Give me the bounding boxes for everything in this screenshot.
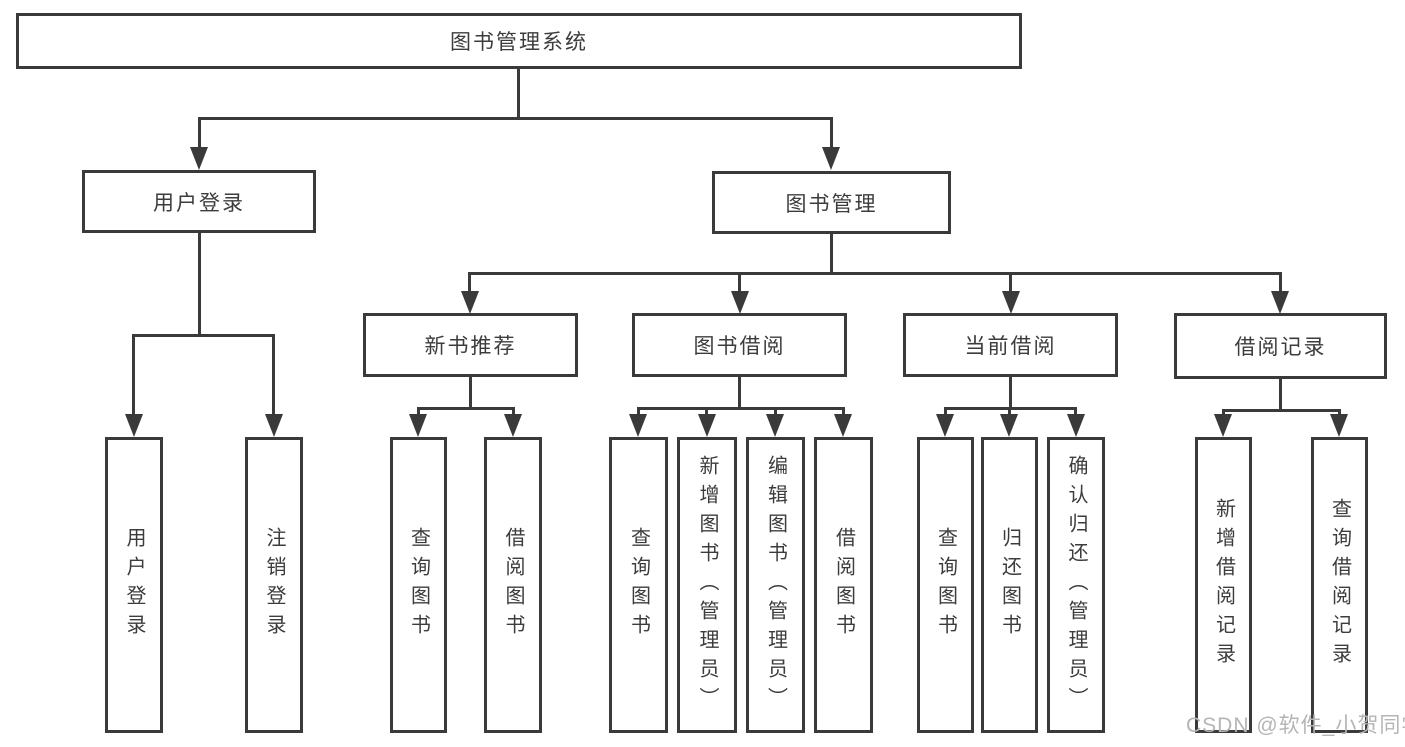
connector-line <box>830 231 833 274</box>
connector-line <box>468 272 1282 275</box>
connector-line <box>1279 272 1282 294</box>
leaf-label: 用户登录 <box>123 527 145 643</box>
connector-line <box>944 407 947 418</box>
connector-line <box>417 407 420 418</box>
connector-line <box>517 67 520 120</box>
connector-line <box>830 117 833 153</box>
arrow-down-icon <box>1330 414 1348 437</box>
leaf-label: 确认归还（管理员） <box>1065 454 1087 716</box>
leaf-node-add-borrow-record: 新增借阅记录 <box>1195 437 1252 733</box>
arrow-down-icon <box>265 414 283 437</box>
leaf-node-add-books-admin: 新增图书（管理员） <box>677 437 737 733</box>
arrow-down-icon <box>731 291 749 314</box>
leaf-label: 注销登录 <box>263 527 285 643</box>
arrow-down-icon <box>409 414 427 437</box>
leaf-node-user-login: 用户登录 <box>105 437 163 733</box>
connector-line <box>272 334 275 416</box>
connector-line <box>705 407 708 418</box>
connector-line <box>1222 409 1341 412</box>
node-new-book-recommendation: 新书推荐 <box>363 313 578 377</box>
arrow-down-icon <box>1067 414 1085 437</box>
node-book-borrowing: 图书借阅 <box>632 313 847 377</box>
node-book-management: 图书管理 <box>712 171 951 234</box>
connector-line <box>1074 407 1077 418</box>
connector-line <box>132 334 275 337</box>
leaf-node-return-books: 归还图书 <box>981 437 1038 733</box>
arrow-down-icon <box>766 414 784 437</box>
leaf-label: 新增借阅记录 <box>1212 498 1235 672</box>
arrow-down-icon <box>1214 414 1232 437</box>
leaf-node-query-books-borrow: 查询图书 <box>609 437 668 733</box>
connector-line <box>637 407 845 410</box>
connector-line <box>469 374 472 410</box>
connector-line <box>1338 409 1341 418</box>
arrow-down-icon <box>1002 291 1020 314</box>
leaf-label: 编辑图书（管理员） <box>764 454 787 716</box>
csdn-watermark: CSDN @软件_小贺同学 <box>1186 714 1405 737</box>
connector-line <box>637 407 640 418</box>
node-label: 当前借阅 <box>964 335 1057 358</box>
leaf-node-query-books-recommend: 查询图书 <box>390 437 447 733</box>
arrow-down-icon <box>1271 291 1289 314</box>
leaf-node-confirm-return-admin: 确认归还（管理员） <box>1047 437 1105 733</box>
connector-line <box>1009 374 1012 410</box>
arrow-down-icon <box>822 147 840 170</box>
leaf-label: 查询图书 <box>934 527 957 643</box>
connector-line <box>512 407 515 418</box>
leaf-node-query-books-current: 查询图书 <box>917 437 974 733</box>
connector-line <box>1222 409 1225 418</box>
node-label: 新书推荐 <box>424 335 517 358</box>
connector-line <box>198 117 833 120</box>
connector-line <box>738 272 741 294</box>
node-label: 图书借阅 <box>693 335 786 358</box>
arrow-down-icon <box>1000 414 1018 437</box>
leaf-node-borrow-books: 借阅图书 <box>814 437 873 733</box>
connector-line <box>132 334 135 416</box>
node-current-borrowing: 当前借阅 <box>903 313 1118 377</box>
node-label: 图书管理 <box>785 192 878 216</box>
arrow-down-icon <box>504 414 522 437</box>
node-label: 借阅记录 <box>1234 336 1327 359</box>
arrow-down-icon <box>936 414 954 437</box>
arrow-down-icon <box>190 147 208 170</box>
leaf-label: 借阅图书 <box>502 527 524 643</box>
connector-line <box>417 407 515 410</box>
node-label: 用户登录 <box>153 191 245 215</box>
connector-line <box>198 117 201 153</box>
arrow-down-icon <box>698 414 716 437</box>
connector-line <box>1279 376 1282 412</box>
leaf-node-logout: 注销登录 <box>245 437 303 733</box>
node-borrowing-records: 借阅记录 <box>1174 313 1387 379</box>
leaf-node-borrow-books-recommend: 借阅图书 <box>484 437 542 733</box>
leaf-label: 查询借阅记录 <box>1328 498 1351 672</box>
connector-line <box>468 272 471 294</box>
node-label: 图书管理系统 <box>450 31 588 54</box>
connector-line <box>842 407 845 418</box>
arrow-down-icon <box>834 414 852 437</box>
arrow-down-icon <box>629 414 647 437</box>
leaf-node-edit-books-admin: 编辑图书（管理员） <box>746 437 805 733</box>
arrow-down-icon <box>461 291 479 314</box>
leaf-label: 新增图书（管理员） <box>696 454 718 716</box>
connector-line <box>1009 272 1012 294</box>
connector-line <box>738 374 741 410</box>
node-library-management-system: 图书管理系统 <box>16 13 1022 69</box>
leaf-label: 查询图书 <box>407 527 430 643</box>
arrow-down-icon <box>125 414 143 437</box>
connector-line <box>774 407 777 418</box>
leaf-label: 借阅图书 <box>832 527 855 643</box>
leaf-label: 查询图书 <box>627 527 650 643</box>
connector-line <box>1008 407 1011 418</box>
connector-line <box>198 230 201 336</box>
leaf-node-query-borrow-record: 查询借阅记录 <box>1311 437 1368 733</box>
node-user-login: 用户登录 <box>82 170 316 233</box>
leaf-label: 归还图书 <box>998 527 1021 643</box>
